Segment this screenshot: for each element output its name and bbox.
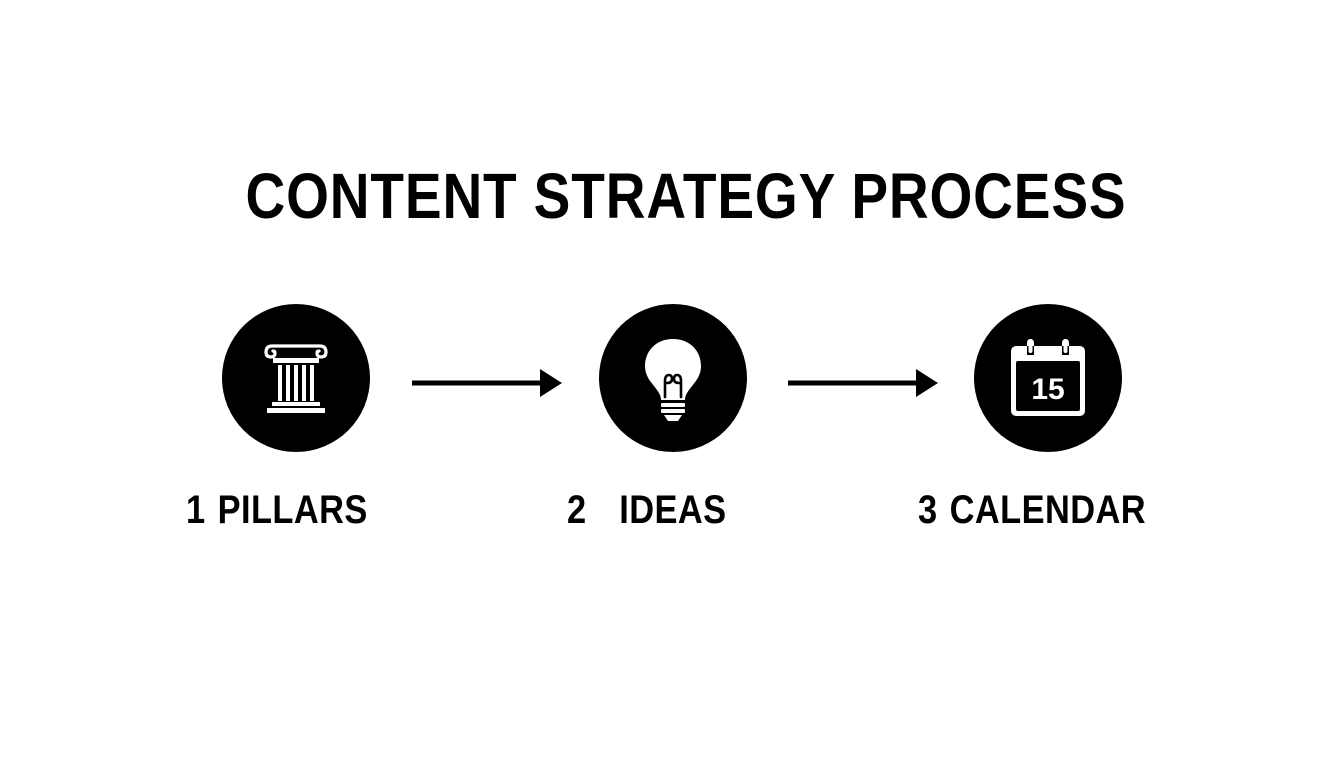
step-1-text: PILLARS	[217, 488, 368, 532]
column-icon	[264, 344, 328, 413]
step-3-number: 3	[918, 488, 938, 532]
step-2-circle	[599, 304, 747, 452]
calendar-date-text: 15	[1031, 373, 1064, 406]
step-3-text: CALENDAR	[949, 488, 1147, 532]
lightbulb-icon	[645, 339, 701, 421]
step-1-circle	[222, 304, 370, 452]
step-2-number: 2	[567, 488, 587, 532]
step-1-number: 1	[186, 488, 206, 532]
diagram-title: CONTENT STRATEGY PROCESS	[245, 160, 1127, 232]
flow-arrow-2	[788, 369, 938, 397]
calendar-icon: 15	[1011, 339, 1085, 416]
step-3-circle: 15	[974, 304, 1122, 452]
step-2-text: IDEAS	[619, 488, 727, 532]
flow-arrow-1	[412, 369, 562, 397]
step-2-label: 2 IDEAS	[567, 486, 727, 534]
